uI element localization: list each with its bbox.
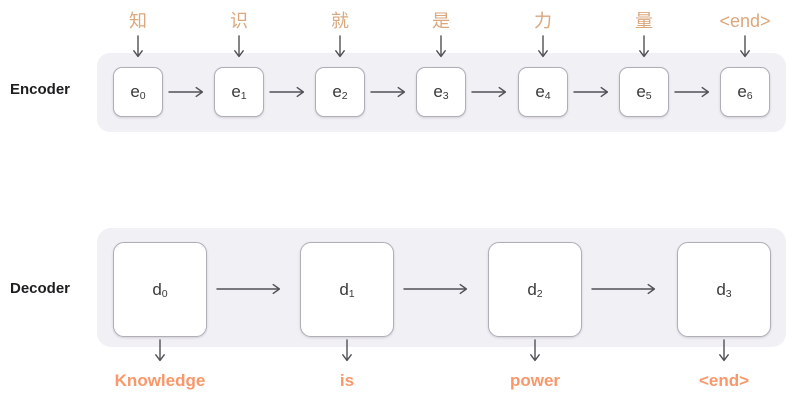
decoder-flow-arrow	[216, 283, 281, 295]
input-arrow	[740, 35, 750, 58]
encoder-input-token-5: 量	[635, 11, 653, 31]
decoder-box-0: d0	[113, 242, 207, 337]
encoder-box-label: e4	[535, 82, 551, 102]
decoder-box-2: d2	[488, 242, 582, 337]
encoder-box-label: e3	[433, 82, 449, 102]
encoder-input-token-1: 识	[230, 11, 248, 31]
encoder-box-4: e4	[518, 67, 568, 117]
encoder-flow-arrow	[269, 86, 305, 98]
encoder-box-label: e1	[231, 82, 247, 102]
output-arrow	[719, 339, 729, 362]
decoder-output-token-2: power	[509, 371, 561, 390]
encoder-box-6: e6	[720, 67, 770, 117]
decoder-panel	[97, 228, 786, 347]
input-arrow	[234, 35, 244, 58]
input-arrow	[133, 35, 143, 58]
decoder-box-1: d1	[300, 242, 394, 337]
decoder-box-label: d3	[716, 279, 732, 300]
output-arrow	[155, 339, 165, 362]
decoder-flow-arrow	[591, 283, 656, 295]
encoder-input-token-4: 力	[534, 11, 552, 31]
encoder-box-label: e2	[332, 82, 348, 102]
encoder-box-5: e5	[619, 67, 669, 117]
encoder-box-label: e6	[737, 82, 753, 102]
encoder-input-token-2: 就	[331, 11, 349, 31]
decoder-box-label: d0	[152, 279, 168, 300]
input-arrow	[639, 35, 649, 58]
encoder-box-3: e3	[416, 67, 466, 117]
encoder-flow-arrow	[573, 86, 609, 98]
encoder-section-label: Encoder	[10, 81, 71, 98]
encoder-box-label: e0	[130, 82, 146, 102]
encoder-input-token-6: <end>	[719, 11, 771, 31]
encoder-box-0: e0	[113, 67, 163, 117]
encoder-box-2: e2	[315, 67, 365, 117]
encoder-input-token-3: 是	[432, 11, 450, 31]
encoder-box-1: e1	[214, 67, 264, 117]
input-arrow	[436, 35, 446, 58]
output-arrow	[342, 339, 352, 362]
encoder-flow-arrow	[168, 86, 204, 98]
encoder-input-token-0: 知	[129, 11, 147, 31]
encoder-flow-arrow	[471, 86, 507, 98]
decoder-output-token-1: is	[339, 371, 355, 390]
encoder-flow-arrow	[674, 86, 710, 98]
input-arrow	[335, 35, 345, 58]
decoder-box-label: d2	[527, 279, 543, 300]
decoder-flow-arrow	[403, 283, 468, 295]
decoder-output-token-0: Knowledge	[114, 371, 206, 390]
output-arrow	[530, 339, 540, 362]
decoder-box-3: d3	[677, 242, 771, 337]
encoder-box-label: e5	[636, 82, 652, 102]
encoder-flow-arrow	[370, 86, 406, 98]
input-arrow	[538, 35, 548, 58]
decoder-section-label: Decoder	[10, 280, 71, 297]
decoder-box-label: d1	[339, 279, 355, 300]
decoder-output-token-3: <end>	[698, 371, 750, 390]
